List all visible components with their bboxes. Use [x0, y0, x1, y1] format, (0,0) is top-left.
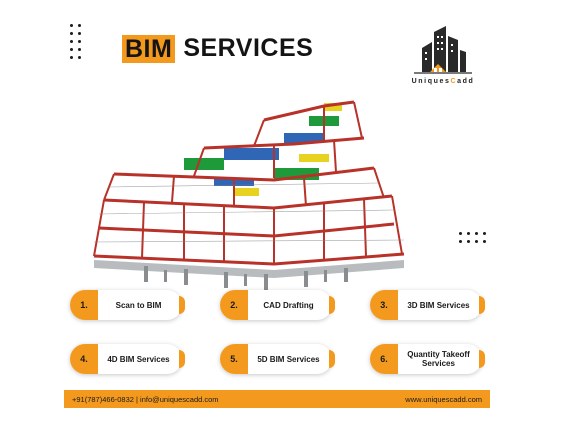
service-label: 5D BIM Services: [257, 354, 320, 364]
services-list: 1. Scan to BIM 2. CAD Drafting 3. 3D BIM…: [64, 286, 490, 390]
service-item-2: 2. CAD Drafting: [220, 290, 335, 320]
service-accent-tab: [179, 296, 185, 314]
website-link[interactable]: www.uniquescadd.com: [405, 394, 482, 404]
service-number: 4.: [70, 344, 98, 374]
service-item-6: 6. Quantity Takeoff Services: [370, 344, 485, 374]
footer-bar: +91(787)466-0832 | info@uniquescadd.com …: [64, 390, 490, 408]
logo-brand-suffix: add: [457, 78, 475, 85]
page-title: BIM SERVICES: [122, 34, 313, 63]
service-item-3: 3. 3D BIM Services: [370, 290, 485, 320]
bim-services-card: BIM SERVICES UniquesCadd: [64, 18, 490, 408]
service-item-4: 4. 4D BIM Services: [70, 344, 185, 374]
contact-info[interactable]: +91(787)466-0832 | info@uniquescadd.com: [72, 394, 219, 404]
title-rest: SERVICES: [183, 34, 314, 62]
service-label: 4D BIM Services: [107, 354, 170, 364]
service-item-5: 5. 5D BIM Services: [220, 344, 335, 374]
service-label: CAD Drafting: [263, 300, 314, 310]
decorative-dots-top: [70, 24, 81, 59]
service-accent-tab: [179, 350, 185, 368]
logo-brand-highlight: C: [450, 78, 458, 85]
service-accent-tab: [329, 296, 335, 314]
service-accent-tab: [329, 350, 335, 368]
service-accent-tab: [479, 350, 485, 368]
service-label: Scan to BIM: [115, 300, 162, 310]
service-number: 3.: [370, 290, 398, 320]
uniquescadd-logo: UniquesCadd: [404, 22, 482, 92]
service-label: Quantity Takeoff Services: [407, 350, 470, 368]
logo-brand-text: UniquesCadd: [404, 78, 482, 85]
buildings-logo-icon: [414, 26, 472, 74]
service-accent-tab: [479, 296, 485, 314]
service-number: 2.: [220, 290, 248, 320]
service-label: 3D BIM Services: [407, 300, 470, 310]
bim-building-model-image: [93, 100, 405, 290]
service-number: 6.: [370, 344, 398, 374]
logo-brand-prefix: Uniques: [411, 78, 451, 85]
title-highlight: BIM: [122, 34, 176, 63]
service-item-1: 1. Scan to BIM: [70, 290, 185, 320]
decorative-dots-right: [459, 232, 486, 243]
service-number: 1.: [70, 290, 98, 320]
service-number: 5.: [220, 344, 248, 374]
